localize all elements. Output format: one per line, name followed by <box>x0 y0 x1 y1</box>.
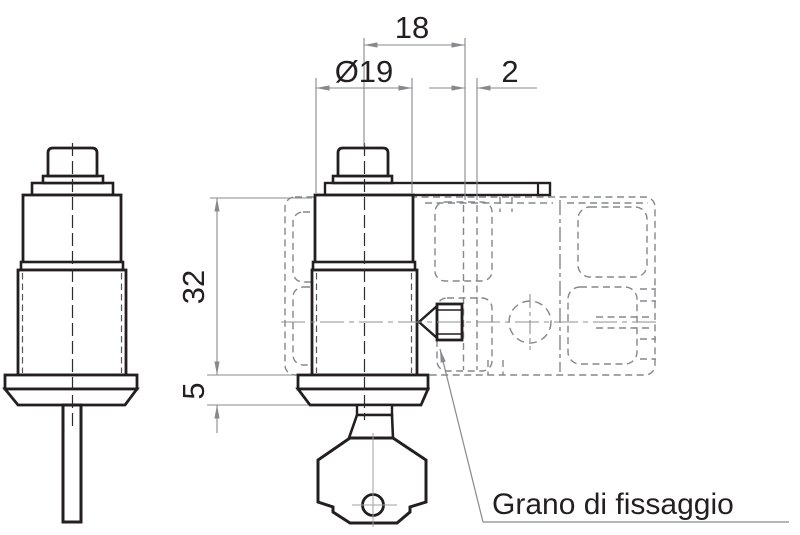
profile-cavity <box>434 201 493 282</box>
front-view <box>295 143 552 527</box>
set-screw-label: Grano di fissaggio <box>492 488 734 521</box>
dimensions <box>207 38 537 433</box>
dim-text-d19: Ø19 <box>335 54 394 89</box>
front-flange <box>296 373 430 391</box>
key-bow <box>316 436 428 525</box>
set-screw-callout: Grano di fissaggio <box>439 348 789 523</box>
side-view <box>2 143 140 524</box>
profile-outer-boundary <box>284 196 656 376</box>
extrusion-profile-section <box>284 196 656 376</box>
leader-line <box>439 348 484 523</box>
dim-text-5: 5 <box>176 382 211 399</box>
dim-text-32: 32 <box>176 270 211 304</box>
key-shoulder <box>347 413 395 440</box>
mounting-plate <box>323 181 552 197</box>
profile-cavity <box>567 286 638 365</box>
dim-text-2: 2 <box>501 54 518 89</box>
axis-centerlines <box>281 294 658 350</box>
key-neck <box>355 403 394 417</box>
side-flange-bevel <box>2 387 140 407</box>
profile-cavity <box>577 206 648 278</box>
dimension-texts: 18 Ø19 2 32 5 <box>176 10 519 400</box>
side-flange <box>3 373 139 391</box>
dim-text-18: 18 <box>395 10 429 45</box>
front-knob <box>336 146 390 178</box>
front-flange-bevel <box>295 387 431 407</box>
